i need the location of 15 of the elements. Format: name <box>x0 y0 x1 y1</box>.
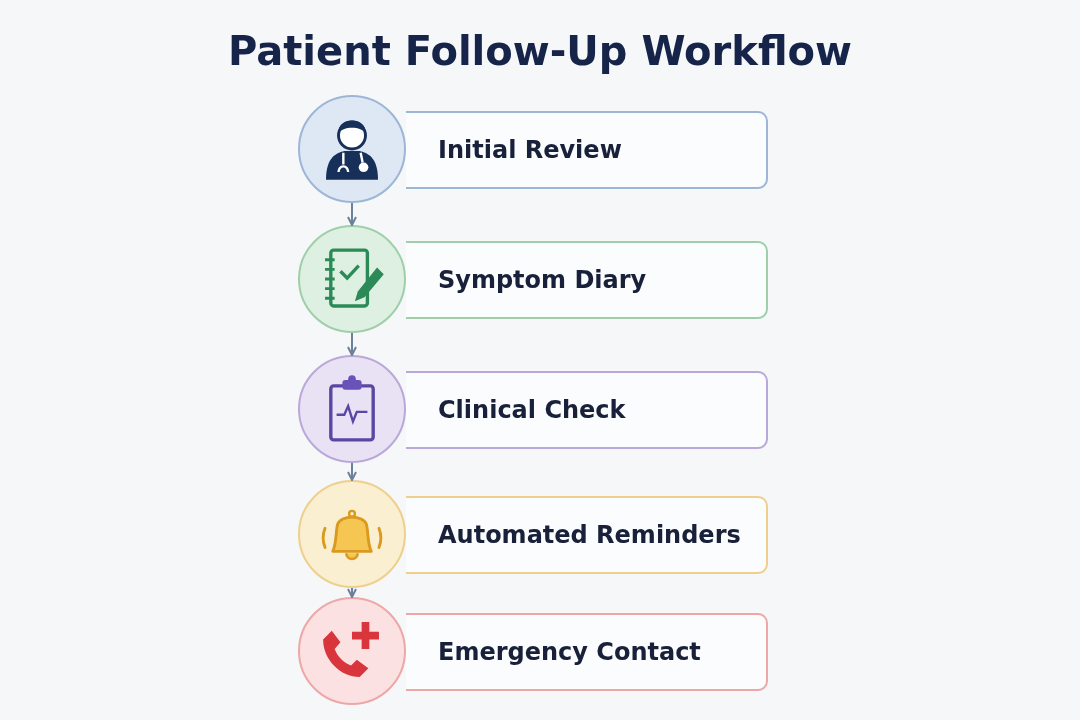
arrow <box>347 202 357 226</box>
arrow <box>347 462 357 481</box>
step-card <box>406 111 768 189</box>
title: Patient Follow-Up Workflow <box>227 28 853 74</box>
step-label: Emergency Contact <box>438 638 701 666</box>
step-label: Initial Review <box>438 136 622 164</box>
arrow <box>347 587 357 598</box>
step-card <box>406 613 768 691</box>
step-label: Clinical Check <box>438 396 626 424</box>
step-card <box>406 241 768 319</box>
step-label: Symptom Diary <box>438 266 647 294</box>
step-card <box>406 371 768 449</box>
step-label: Automated Reminders <box>438 521 741 549</box>
arrow <box>347 332 357 356</box>
step-card <box>406 496 768 574</box>
